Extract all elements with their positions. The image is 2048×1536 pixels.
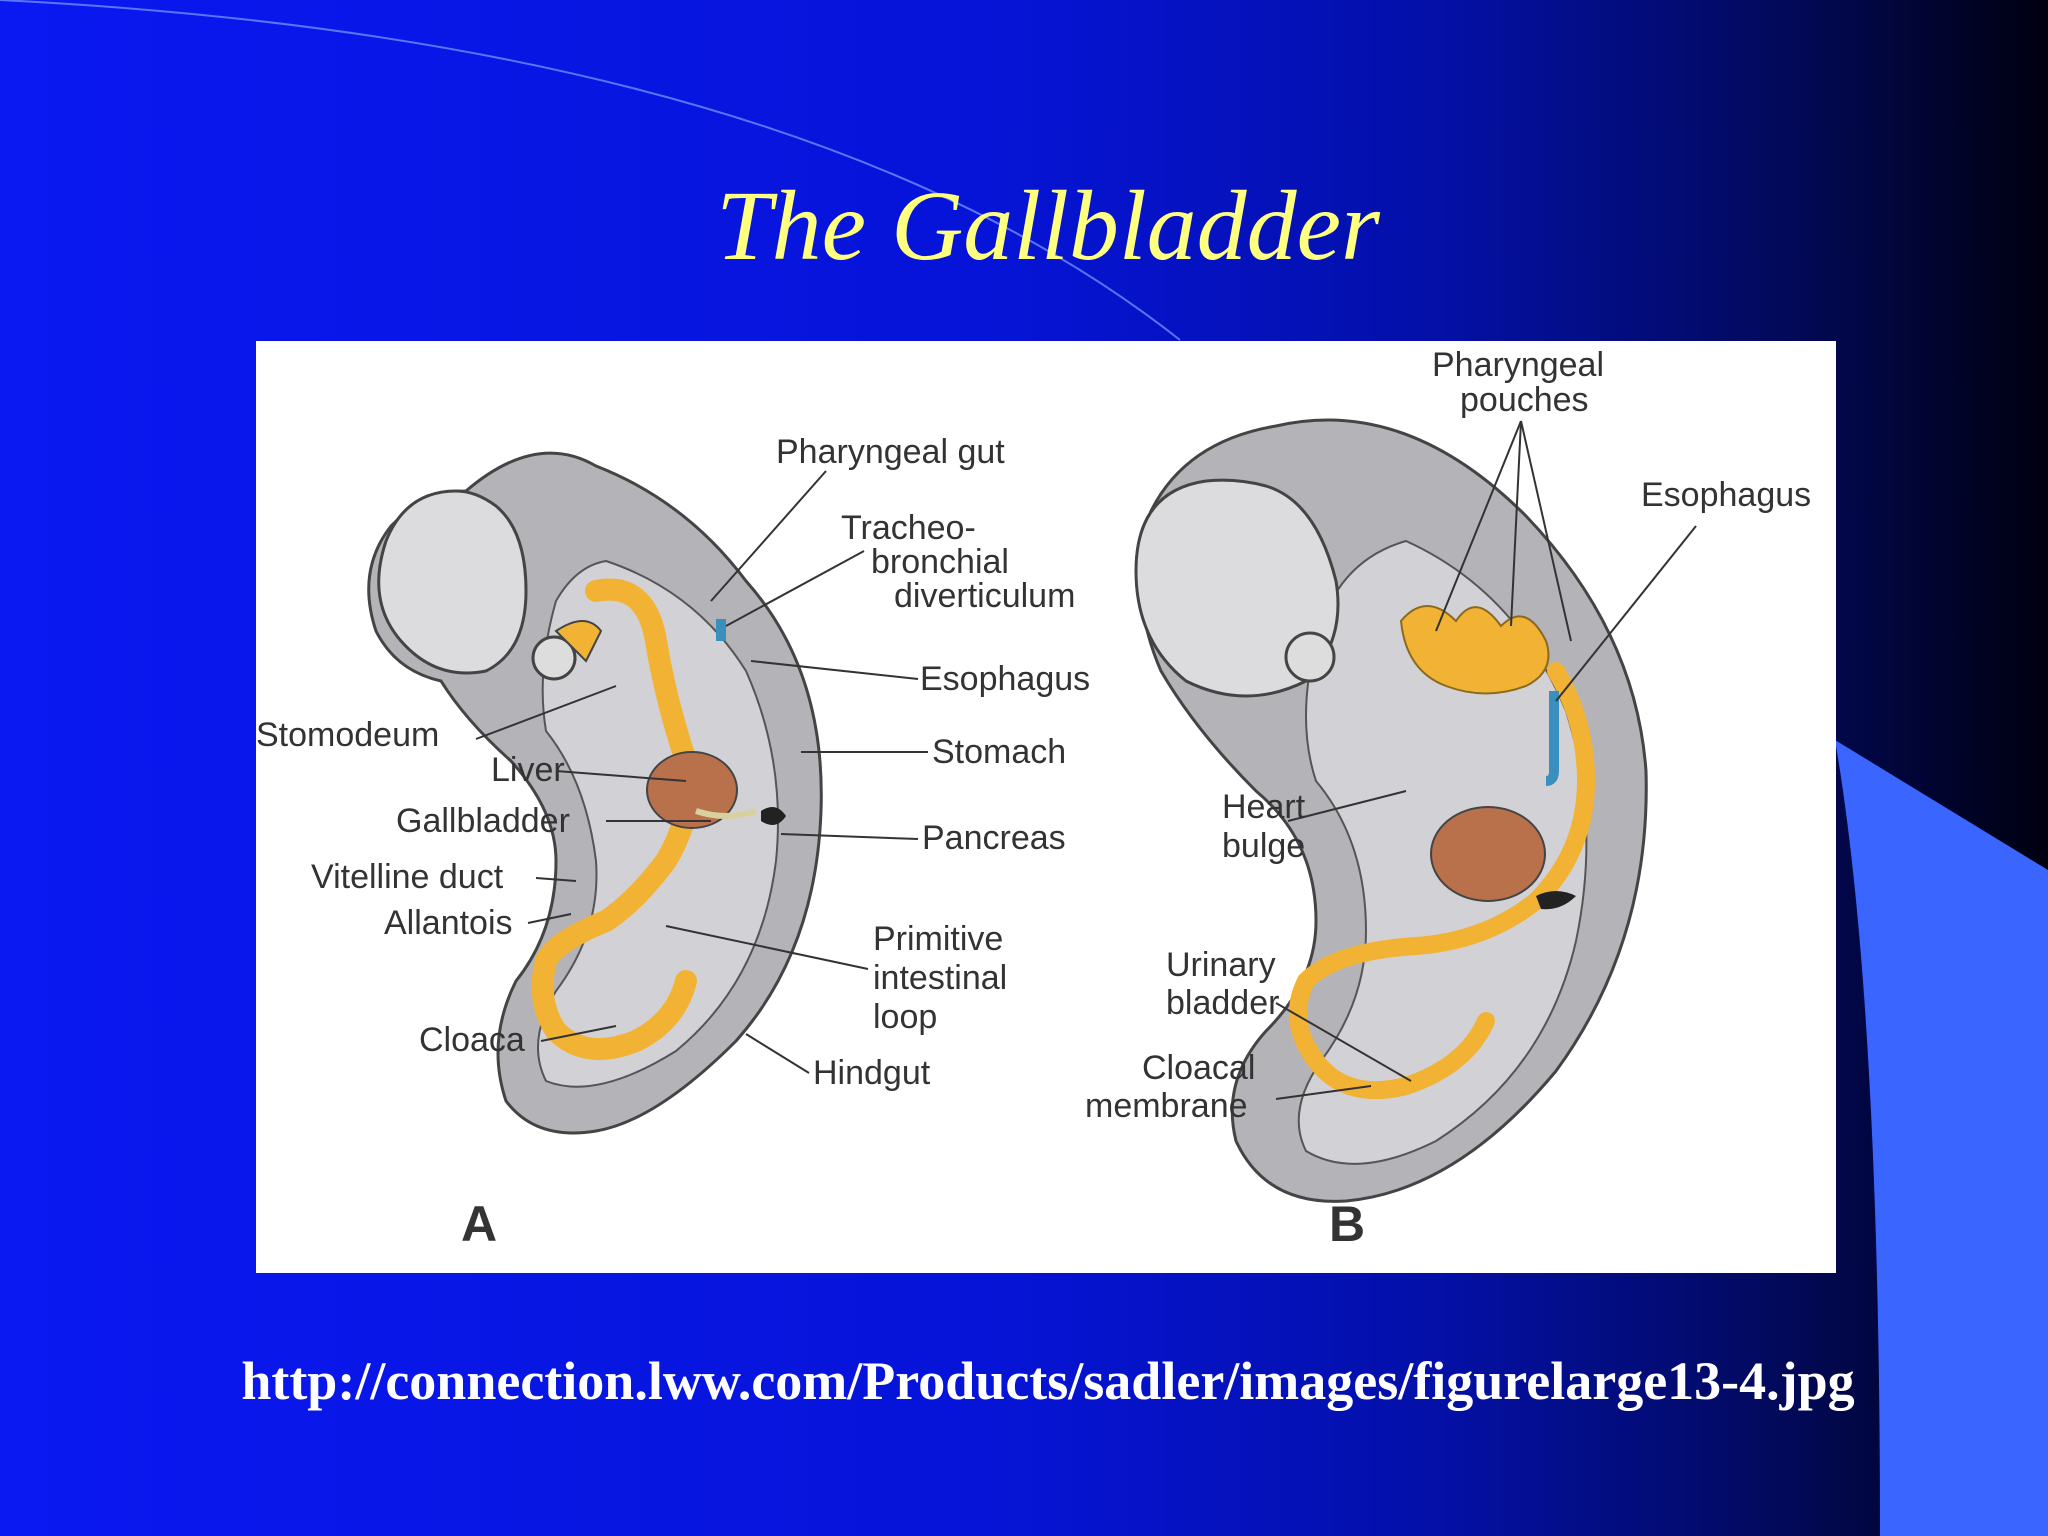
label-urinary-2: bladder [1166,984,1279,1022]
label-cloacal-2: membrane [1085,1087,1248,1125]
embryo-diagram: Pharyngeal gut Tracheo- bronchial divert… [256,341,1836,1273]
gut-tube-b [1289,662,1596,1100]
eye-a [531,635,577,681]
label-allantois: Allantois [384,904,513,942]
pancreas-b [1536,891,1576,910]
stomodeum-a [554,620,603,663]
diagram-svg: Pharyngeal gut Tracheo- bronchial divert… [256,346,1811,1252]
label-liver: Liver [491,751,565,789]
label-stomach: Stomach [932,733,1066,771]
decorative-arc [0,0,1181,341]
embryo-a-head [377,489,528,675]
label-tracheo-2: bronchial [871,543,1009,581]
liver-a [646,751,738,829]
label-tracheo-3: diverticulum [894,577,1075,615]
label-tracheo-1: Tracheo- [841,509,976,547]
label-pouches-1: Pharyngeal [1432,346,1604,384]
gallbladder-a [695,808,757,819]
panel-letter-b: B [1329,1196,1365,1252]
panel-b-leader-lines [1275,420,1697,1100]
label-heart-2: bulge [1222,827,1305,865]
label-primitive-1: Primitive [873,920,1003,958]
eye-b [1284,631,1336,683]
liver-b [1430,806,1546,902]
label-hindgut: Hindgut [813,1054,931,1092]
slide-title: The Gallbladder [716,170,1380,281]
label-cloaca: Cloaca [419,1021,525,1059]
label-esophagus-a: Esophagus [920,660,1090,698]
panel-letter-a: A [461,1196,497,1252]
label-stomodeum: Stomodeum [256,716,439,754]
tracheo-bud-a [716,619,726,641]
pancreas-a [761,807,786,825]
embryo-b-head [1134,478,1340,698]
label-gallbladder: Gallbladder [396,802,570,840]
source-url[interactable]: http://connection.lww.com/Products/sadle… [241,1351,1855,1411]
label-primitive-2: intestinal [873,959,1007,997]
label-pouches-2: pouches [1460,381,1589,419]
gut-tube-a [531,578,700,1060]
label-vitelline: Vitelline duct [311,858,504,896]
label-pancreas: Pancreas [922,819,1066,857]
decorative-corner-shape [1835,740,2048,1536]
label-urinary-1: Urinary [1166,946,1276,984]
label-esophagus-b: Esophagus [1641,476,1811,514]
panel-a-leader-lines [475,470,928,1074]
trachea-b [1545,691,1559,786]
label-primitive-3: loop [873,998,937,1036]
label-cloacal-1: Cloacal [1142,1049,1255,1087]
label-pharyngeal-gut: Pharyngeal gut [776,433,1005,471]
